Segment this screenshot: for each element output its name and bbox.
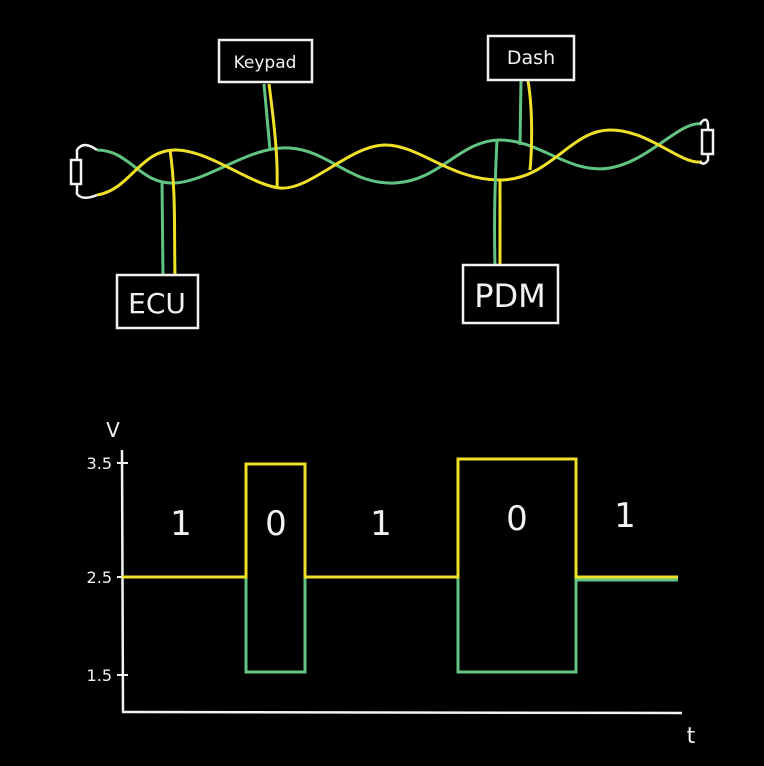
keypad-stub xyxy=(262,83,279,189)
y-axis-label: V xyxy=(106,418,120,442)
y-axis xyxy=(120,449,125,713)
bit-label: 0 xyxy=(265,504,287,544)
x-axis-label: t xyxy=(687,724,696,749)
termination-resistor-right xyxy=(698,118,715,165)
node-label: Keypad xyxy=(234,53,297,73)
node-keypad: Keypad xyxy=(217,38,314,84)
node-label: PDM xyxy=(474,277,546,315)
node-label: ECU xyxy=(128,287,186,320)
y-tick-label: 1.5 xyxy=(87,666,112,685)
ecu-stub xyxy=(160,149,177,277)
node-ecu: ECU xyxy=(115,273,200,330)
termination-resistor-left xyxy=(69,143,98,200)
node-dash: Dash xyxy=(486,34,576,82)
can-low-signal xyxy=(122,575,678,674)
y-tick-label: 2.5 xyxy=(87,568,112,587)
bit-label: 1 xyxy=(614,496,636,536)
node-pdm: PDM xyxy=(461,263,560,325)
can-low-wire xyxy=(96,122,703,185)
signal-graph: V t 3.5 2.5 1.5 1 0 1 0 1 xyxy=(87,418,696,749)
bit-label: 1 xyxy=(170,504,192,544)
y-tick-label: 3.5 xyxy=(87,454,112,473)
bit-label: 0 xyxy=(506,499,528,539)
pdm-stub xyxy=(493,139,502,266)
x-axis xyxy=(121,710,683,715)
can-high-wire xyxy=(96,128,703,197)
node-label: Dash xyxy=(507,47,555,69)
dash-stub xyxy=(518,80,534,171)
bit-label: 1 xyxy=(370,504,392,544)
can-high-signal xyxy=(122,457,678,579)
